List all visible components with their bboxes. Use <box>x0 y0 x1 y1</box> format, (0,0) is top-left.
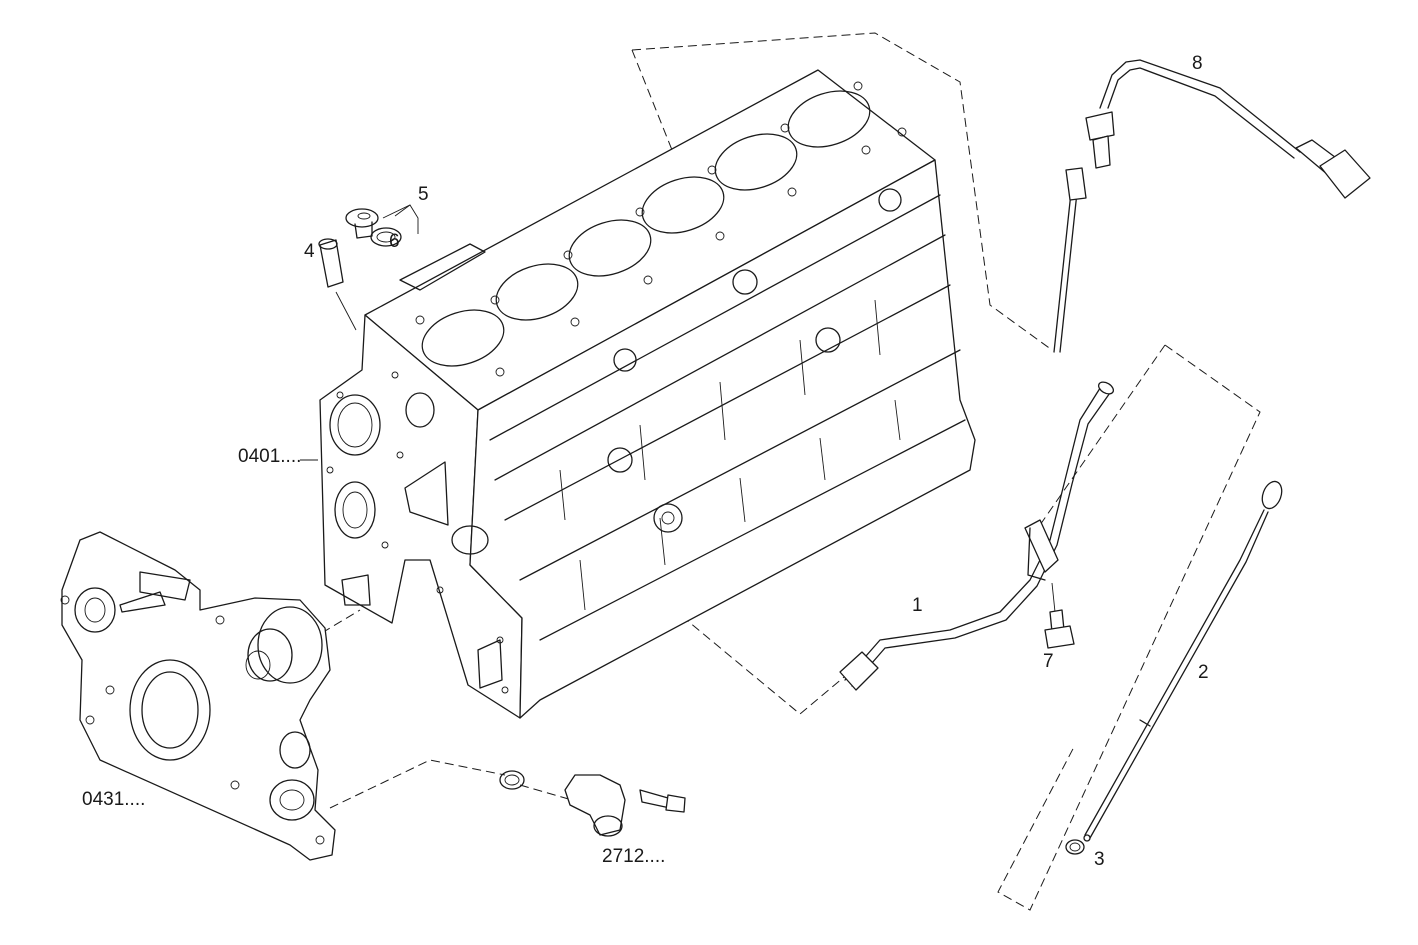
label-item-8: 8 <box>1192 53 1203 74</box>
label-item-3: 3 <box>1094 849 1105 870</box>
dipstick-tube-icon <box>839 381 1115 691</box>
item-3-washer-icon <box>1065 839 1085 855</box>
block-front-features <box>326 371 509 694</box>
label-item-7: 7 <box>1043 651 1054 672</box>
block-side-ribs <box>489 194 966 641</box>
oil-level-sensor-icon <box>1053 59 1371 353</box>
block-bosses <box>607 188 902 533</box>
label-ref-2712: 2712.... <box>602 846 665 867</box>
head-bolt-holes <box>415 81 907 377</box>
engine-block-icon <box>319 69 976 719</box>
item-4-plug-icon <box>318 238 344 288</box>
item-6-washer-icon <box>370 227 402 247</box>
coolant-elbow-icon <box>499 770 686 837</box>
callout-labels: 1 2 3 4 5 6 7 8 0401.... 0431.... 2712..… <box>82 53 1209 870</box>
label-ref-0401: 0401.... <box>238 446 301 467</box>
label-item-4: 4 <box>304 241 315 262</box>
item-7-bolt-icon <box>1044 609 1075 649</box>
cylinder-bores <box>421 90 871 367</box>
label-item-1: 1 <box>912 595 923 616</box>
label-item-5: 5 <box>418 184 429 205</box>
label-item-2: 2 <box>1198 662 1209 683</box>
timing-cover-icon <box>60 531 336 861</box>
dipstick-icon <box>1083 480 1283 842</box>
label-ref-0431: 0431.... <box>82 789 145 810</box>
label-item-6: 6 <box>389 231 400 252</box>
item-5-cap-icon <box>345 208 379 239</box>
